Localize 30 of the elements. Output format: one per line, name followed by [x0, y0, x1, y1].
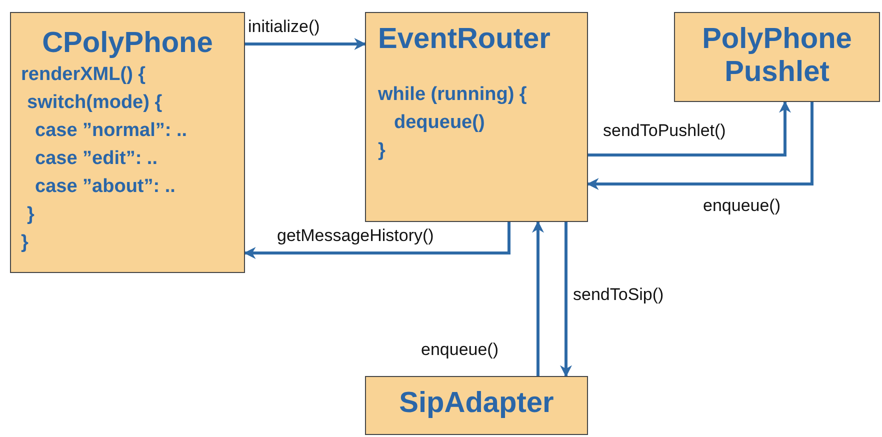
code-line: case ”normal”: ..: [35, 119, 188, 142]
class-box: [365, 376, 588, 435]
class-box: [10, 12, 245, 273]
edge-label: sendToPushlet(): [602, 121, 727, 141]
code-line: }: [378, 139, 386, 162]
edge-label: enqueue(): [702, 196, 782, 216]
code-line: case ”about”: ..: [35, 175, 176, 198]
code-line: renderXML() {: [21, 63, 146, 86]
arrow: [245, 38, 366, 50]
code-line: }: [21, 231, 28, 254]
arrow: [244, 222, 510, 259]
edge-label: getMessageHistory(): [276, 226, 435, 246]
edge-label: initialize(): [247, 17, 321, 37]
class-name: CPolyPhone: [41, 27, 214, 60]
code-line: dequeue(): [394, 111, 485, 134]
class-box: [674, 12, 880, 102]
code-line: while (running) {: [378, 83, 527, 106]
code-line: case ”edit”: ..: [35, 147, 158, 170]
arrow: [586, 102, 814, 190]
edge-label: enqueue(): [420, 340, 500, 360]
class-name: PolyPhone Pushlet: [701, 23, 853, 89]
arrow: [588, 100, 791, 156]
class-name: EventRouter: [378, 23, 550, 56]
code-line: switch(mode) {: [27, 91, 162, 114]
class-box: [365, 12, 588, 222]
class-name: SipAdapter: [398, 387, 555, 420]
arrow: [560, 222, 572, 378]
edge-label: sendToSip(): [572, 285, 665, 305]
arrow: [532, 220, 544, 376]
code-line: }: [27, 203, 34, 226]
